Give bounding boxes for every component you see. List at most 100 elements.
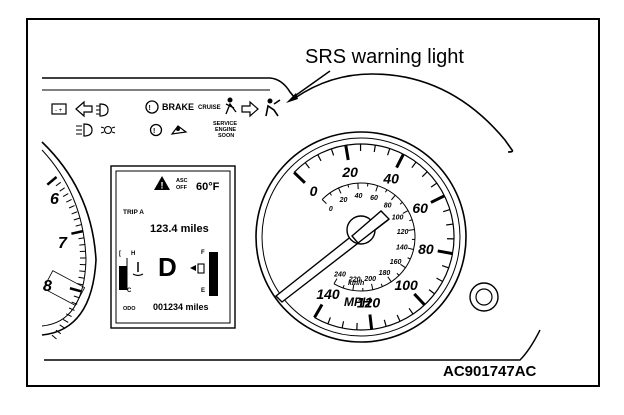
kmh-minor-tick <box>381 284 382 287</box>
trip-value: 123.4 miles <box>150 223 209 235</box>
kmh-major-tick <box>334 279 337 284</box>
kmh-major-tick <box>322 199 326 203</box>
headlight-high-beam-icon <box>76 124 92 136</box>
mph-minor-tick <box>328 317 330 324</box>
srs-airbag-icon <box>266 99 280 117</box>
tach-major-tick <box>70 288 82 291</box>
mph-label-140: 140 <box>316 286 340 302</box>
tach-mark-8: 8 <box>43 278 52 295</box>
kmh-major-tick <box>408 248 414 249</box>
kmh-label-180: 180 <box>379 270 391 277</box>
mph-major-tick <box>438 251 453 254</box>
kmh-minor-tick <box>408 258 411 259</box>
brake-label: BRAKE <box>162 102 194 112</box>
mph-minor-tick <box>397 315 400 321</box>
mph-minor-tick <box>342 321 343 328</box>
mph-minor-tick <box>429 290 435 294</box>
mph-major-tick <box>431 196 444 203</box>
kmh-major-tick <box>403 211 408 214</box>
tach-minor-tick <box>52 335 57 339</box>
turn-right-icon <box>242 102 258 116</box>
kmh-label-160: 160 <box>390 259 402 266</box>
tach-major-tick <box>71 231 83 234</box>
tach-minor-tick <box>63 194 68 197</box>
fog-light-icon <box>96 104 108 116</box>
tach-minor-tick <box>60 188 65 191</box>
mph-major-tick <box>315 305 323 318</box>
kmh-minor-tick <box>330 193 332 195</box>
kmh-unit: km/h <box>348 280 364 287</box>
callout-leader-line <box>292 71 330 98</box>
mph-minor-tick <box>442 266 449 268</box>
seatbelt-icon <box>226 98 236 115</box>
mph-major-tick <box>294 172 305 182</box>
tachometer-bezel <box>42 142 96 335</box>
mph-minor-tick <box>374 145 375 152</box>
trip-label: TRIP A <box>123 209 144 216</box>
kmh-label-200: 200 <box>363 276 376 283</box>
fuel-pump-icon <box>190 264 204 273</box>
asc-label: ASC <box>176 178 188 184</box>
service-line-3: SOON <box>218 133 234 139</box>
mph-minor-tick <box>318 155 321 161</box>
tach-minor-tick <box>76 225 82 227</box>
tach-minor-tick <box>78 238 84 239</box>
srs-callout-label: SRS warning light <box>305 46 464 68</box>
cluster-housing-bottom <box>44 330 540 360</box>
kmh-minor-tick <box>409 220 412 221</box>
tach-minor-tick <box>63 319 68 322</box>
odo-label: ODO <box>123 306 136 312</box>
kmh-label-140: 140 <box>396 245 408 252</box>
mph-label-100: 100 <box>394 277 418 293</box>
tach-minor-tick <box>69 206 74 208</box>
svg-text:!: ! <box>149 105 151 112</box>
cruise-label: CRUISE <box>198 105 221 111</box>
kmh-major-tick <box>409 229 415 230</box>
tach-minor-tick <box>79 271 85 272</box>
svg-text:!: ! <box>161 181 164 191</box>
kmh-minor-tick <box>397 273 399 275</box>
turn-left-icon <box>76 102 92 116</box>
mph-minor-tick <box>384 320 386 327</box>
kmh-major-tick <box>376 186 378 192</box>
kmh-minor-tick <box>343 285 344 288</box>
fuel-gauge-bar <box>209 252 218 296</box>
cluster-housing-top <box>42 74 513 152</box>
indicator-panel: - + ! BRAKE CRUISE <box>52 98 280 140</box>
kmh-major-tick <box>388 277 391 282</box>
coolant-temp-icon <box>133 262 143 276</box>
kmh-major-tick <box>338 188 341 193</box>
tach-minor-tick <box>74 296 80 298</box>
mph-minor-tick <box>431 183 437 187</box>
tach-minor-tick <box>72 212 78 214</box>
mph-minor-tick <box>409 308 413 314</box>
kmh-major-tick <box>391 195 395 200</box>
warning-triangle-icon: ! <box>154 176 170 191</box>
mph-unit: MPH <box>344 295 371 309</box>
tach-minor-tick <box>79 244 85 245</box>
tach-mark-6: 6 <box>50 191 59 208</box>
temp-gauge-bar <box>119 266 127 290</box>
kmh-minor-tick <box>348 185 349 188</box>
tachometer: 6 7 8 <box>42 142 96 339</box>
kmh-label-20: 20 <box>339 197 348 204</box>
mph-minor-tick <box>388 149 390 156</box>
temp-gauge-label-h: [ <box>119 251 121 257</box>
mph-minor-tick <box>331 149 333 156</box>
mph-label-0: 0 <box>310 183 318 199</box>
temp-gauge-h: H <box>131 251 135 257</box>
tach-minor-tick <box>78 277 84 278</box>
figure-code: AC901747AC <box>443 363 537 380</box>
mph-label-80: 80 <box>418 241 434 257</box>
kmh-minor-tick <box>385 190 386 193</box>
position-light-icon <box>101 127 115 134</box>
odo-value: 001234 miles <box>153 302 209 312</box>
tach-minor-tick <box>74 218 80 220</box>
outside-temp: 60°F <box>196 181 220 193</box>
mph-minor-tick <box>422 172 427 177</box>
kmh-label-40: 40 <box>354 193 363 200</box>
trip-reset-knob <box>470 283 498 311</box>
temp-gauge-c: C <box>127 288 132 294</box>
kmh-major-tick <box>372 284 373 290</box>
